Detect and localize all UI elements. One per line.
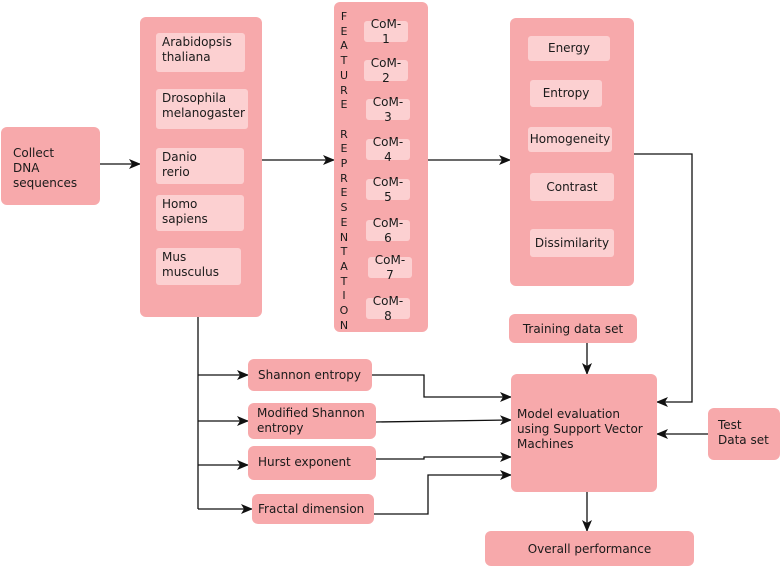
feature-title-letter: N xyxy=(339,230,349,244)
feature-entropy: Entropy xyxy=(530,80,602,107)
shannon-entropy-box: Shannon entropy xyxy=(248,359,372,391)
feature-homogeneity: Homogeneity xyxy=(528,127,612,152)
test-data-box: Test Data set xyxy=(708,408,780,460)
feature-title-letter: E xyxy=(340,186,348,200)
feature-title-letter: F xyxy=(340,10,348,23)
feature-title-letter: I xyxy=(342,289,346,303)
line-hurst-to-model xyxy=(376,452,512,462)
feature-title-letter: E xyxy=(340,215,348,229)
feature-title-letter: O xyxy=(339,304,349,317)
feature-title-letter: E xyxy=(340,24,348,38)
collect-dna-label: Collect DNA sequences xyxy=(13,146,78,190)
feature-title-letter: S xyxy=(340,201,348,215)
feature-title-letter: T xyxy=(340,54,348,68)
feature-contrast: Contrast xyxy=(530,173,614,201)
hurst-exponent-box: Hurst exponent xyxy=(248,446,376,480)
com-7: CoM-7 xyxy=(368,253,412,282)
texture-features-box: Energy Entropy Homogeneity Contrast Diss… xyxy=(510,18,634,286)
feature-title-letter: P xyxy=(340,157,348,170)
feature-title-letter: N xyxy=(339,318,349,332)
feature-title-letter: E xyxy=(340,98,348,112)
line-modified-to-model xyxy=(375,415,512,426)
model-evaluation-box: Model evaluation using Support Vector Ma… xyxy=(511,374,657,492)
feature-title-letter: A xyxy=(340,39,348,53)
com-1: CoM-1 xyxy=(364,17,408,46)
feature-title-letter: E xyxy=(340,142,348,156)
line-fractal-to-model xyxy=(374,470,512,515)
feature-title-letter: R xyxy=(340,127,348,141)
com-8: CoM-8 xyxy=(366,294,410,323)
feature-dissimilarity: Dissimilarity xyxy=(530,229,614,257)
feature-title-letter: U xyxy=(339,68,349,82)
feature-title-letter: T xyxy=(340,274,348,288)
com-4: CoM-4 xyxy=(366,135,410,164)
training-data-box: Training data set xyxy=(509,314,637,343)
com-2: CoM-2 xyxy=(364,56,408,85)
feature-title-letter: R xyxy=(340,83,348,97)
com-3: CoM-3 xyxy=(366,95,410,124)
collect-dna-box: Collect DNA sequences xyxy=(1,127,100,205)
fractal-dimension-box: Fractal dimension xyxy=(252,494,374,524)
modified-shannon-box: Modified Shannon entropy xyxy=(248,403,376,439)
com-5: CoM-5 xyxy=(366,175,410,204)
com-6: CoM-6 xyxy=(366,216,410,245)
feature-title-letter: A xyxy=(340,259,348,273)
line-texture-to-model xyxy=(634,153,693,407)
feature-energy: Energy xyxy=(528,36,610,61)
overall-performance-box: Overall performance xyxy=(485,531,694,566)
line-shannon-to-model xyxy=(372,374,512,402)
feature-title-letter: T xyxy=(340,245,348,259)
feature-title-letter: R xyxy=(340,171,348,185)
